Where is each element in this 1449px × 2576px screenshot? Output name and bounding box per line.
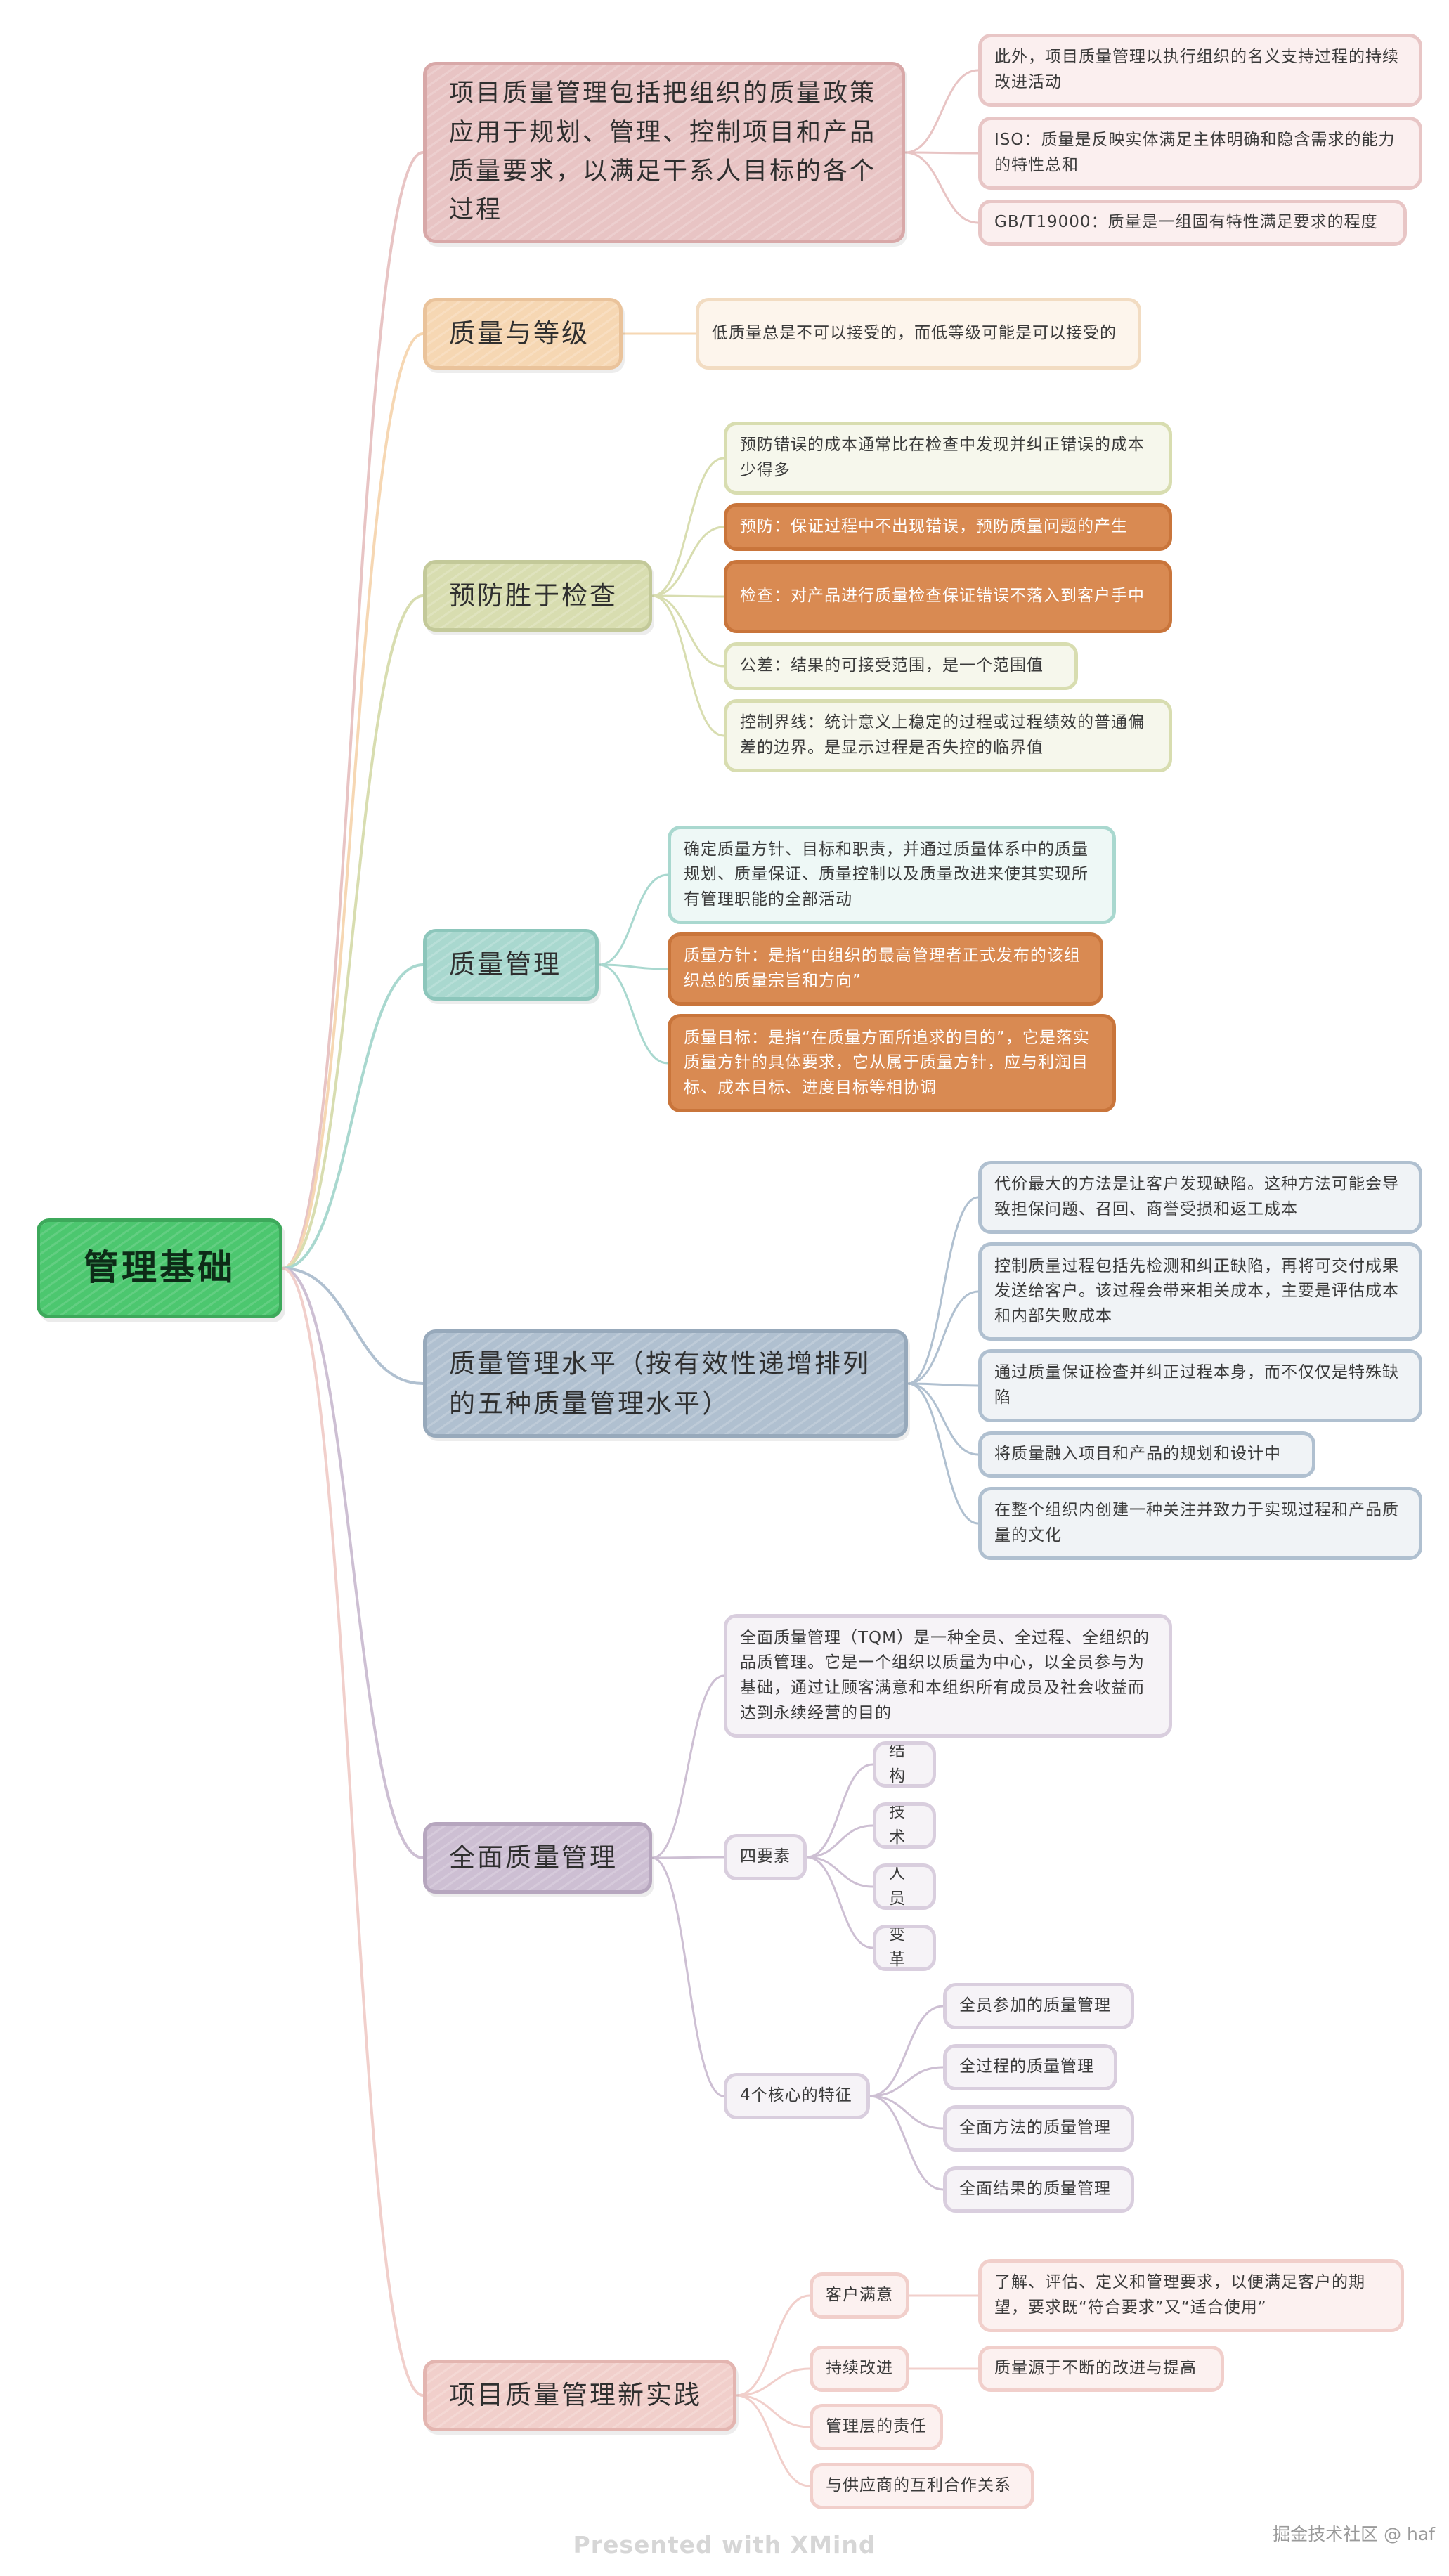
- leaf-level-1[interactable]: 代价最大的方法是让客户发现缺陷。这种方法可能会导致担保问题、召回、商誉受损和返工…: [978, 1161, 1422, 1234]
- feature-all-staff[interactable]: 全员参加的质量管理: [943, 1983, 1134, 2029]
- practice-management-responsibility[interactable]: 管理层的责任: [810, 2404, 943, 2450]
- connector-root-branch-6: [281, 1267, 424, 1859]
- leaf-control-limit[interactable]: 控制界线：统计意义上稳定的过程或过程绩效的普通偏差的边界。是显示过程是否失控的临…: [724, 699, 1172, 772]
- leaf-tqm-definition[interactable]: 全面质量管理（TQM）是一种全员、全过程、全组织的品质管理。它是一个组织以质量为…: [724, 1614, 1172, 1738]
- leaf-prevention-cost[interactable]: 预防错误的成本通常比在检查中发现并纠正错误的成本少得多: [724, 422, 1172, 495]
- connector-b1-c2: [904, 151, 980, 155]
- practice-customer-satisfaction[interactable]: 客户满意: [810, 2272, 909, 2319]
- xmind-watermark: Presented with XMind: [573, 2531, 876, 2558]
- connector-b5-c4: [907, 1382, 980, 1456]
- feature-comprehensive-results[interactable]: 全面结果的质量管理: [943, 2166, 1134, 2213]
- connector-root-branch-5: [281, 1267, 424, 1385]
- community-credit: 掘金技术社区 @ haf: [1273, 2524, 1435, 2544]
- element-change[interactable]: 变革: [873, 1925, 936, 1971]
- leaf-tolerance[interactable]: 公差：结果的可接受范围，是一个范围值: [724, 642, 1078, 690]
- connector-b4-c3: [597, 963, 669, 1065]
- leaf-gbt19000-definition[interactable]: GB/T19000：质量是一组固有特性满足要求的程度: [978, 200, 1407, 246]
- connector-features-2: [869, 2066, 944, 2097]
- element-personnel[interactable]: 人员: [873, 1863, 936, 1910]
- connector-b5-c3: [907, 1382, 980, 1387]
- root-label: 管理基础: [84, 1247, 235, 1289]
- leaf-level-4[interactable]: 将质量融入项目和产品的规划和设计中: [978, 1431, 1315, 1478]
- connector-elements-4: [805, 1856, 874, 1949]
- connector-b7-c2: [735, 2367, 811, 2397]
- connector-b6-core-features: [651, 1856, 725, 2097]
- leaf-continuous-improvement[interactable]: 此外，项目质量管理以执行组织的名义支持过程的持续改进活动: [978, 34, 1422, 107]
- connector-b3-c1: [651, 457, 725, 597]
- connector-features-4: [869, 2095, 944, 2191]
- element-technology[interactable]: 技术: [873, 1802, 936, 1849]
- connector-b4-c1: [597, 873, 669, 966]
- connector-elements-1: [805, 1763, 874, 1859]
- connector-b3-c2: [651, 526, 725, 597]
- root-node[interactable]: 管理基础: [37, 1218, 282, 1318]
- leaf-level-5[interactable]: 在整个组织内创建一种关注并致力于实现过程和产品质量的文化: [978, 1487, 1422, 1560]
- tqm-four-elements[interactable]: 四要素: [724, 1834, 807, 1880]
- leaf-quality-policy[interactable]: 质量方针：是指“由组织的最高管理者正式发布的该组织总的质量宗旨和方向”: [668, 932, 1103, 1006]
- connector-b7-c1: [735, 2294, 811, 2397]
- leaf-level-2[interactable]: 控制质量过程包括先检测和纠正缺陷，再将可交付成果发送给客户。该过程会带来相关成本…: [978, 1242, 1422, 1341]
- tqm-core-features[interactable]: 4个核心的特征: [724, 2073, 870, 2119]
- connector-b5-c2: [907, 1290, 980, 1385]
- branch-total-quality-management[interactable]: 全面质量管理: [423, 1822, 652, 1894]
- connector-features-1: [869, 2005, 944, 2097]
- connector-b4-c2: [597, 963, 669, 970]
- branch-quality-management-levels[interactable]: 质量管理水平（按有效性递增排列的五种质量管理水平）: [423, 1329, 908, 1438]
- connector-features-3: [869, 2095, 944, 2130]
- practice-supplier-partnership[interactable]: 与供应商的互利合作关系: [810, 2463, 1034, 2509]
- connector-b3-c5: [651, 594, 725, 737]
- connector-b3-c4: [651, 594, 725, 668]
- connector-b1-c1: [904, 69, 980, 154]
- leaf-quality-vs-grade[interactable]: 低质量总是不可以接受的，而低等级可能是可以接受的: [696, 298, 1141, 370]
- branch-prevention-over-inspection[interactable]: 预防胜于检查: [423, 560, 652, 632]
- leaf-inspection[interactable]: 检查：对产品进行质量检查保证错误不落入到客户手中: [724, 560, 1172, 633]
- practice-continuous-improvement[interactable]: 持续改进: [810, 2346, 909, 2392]
- connector-elements-2: [805, 1824, 874, 1859]
- detail-customer-satisfaction[interactable]: 了解、评估、定义和管理要求，以便满足客户的期望，要求既“符合要求”又“适合使用”: [978, 2259, 1404, 2332]
- leaf-level-3[interactable]: 通过质量保证检查并纠正过程本身，而不仅仅是特殊缺陷: [978, 1349, 1422, 1422]
- connector-b1-c3: [904, 151, 980, 224]
- element-structure[interactable]: 结构: [873, 1741, 936, 1788]
- connector-b6-definition: [651, 1674, 725, 1859]
- connector-root-branch-4: [281, 963, 424, 1270]
- branch-quality-management[interactable]: 质量管理: [423, 929, 599, 1001]
- feature-whole-process[interactable]: 全过程的质量管理: [943, 2044, 1117, 2090]
- branch-quality-management-definition[interactable]: 项目质量管理包括把组织的质量政策应用于规划、管理、控制项目和产品质量要求，以满足…: [423, 62, 905, 243]
- leaf-qm-definition[interactable]: 确定质量方针、目标和职责，并通过质量体系中的质量规划、质量保证、质量控制以及质量…: [668, 826, 1116, 924]
- leaf-iso-definition[interactable]: ISO：质量是反映实体满足主体明确和隐含需求的能力的特性总和: [978, 117, 1422, 190]
- feature-comprehensive-methods[interactable]: 全面方法的质量管理: [943, 2105, 1134, 2152]
- connector-root-branch-1: [281, 151, 424, 1270]
- connector-b5-c1: [907, 1196, 980, 1385]
- connector-b5-c5: [907, 1382, 980, 1525]
- connector-root-branch-3: [281, 594, 424, 1270]
- connector-b7-c4: [735, 2394, 811, 2487]
- connector-b7-c3: [735, 2394, 811, 2428]
- leaf-quality-objective[interactable]: 质量目标：是指“在质量方面所追求的目的”，它是落实质量方针的具体要求，它从属于质…: [668, 1014, 1116, 1112]
- connector-b6-four-elements: [651, 1856, 725, 1859]
- connector-root-branch-2: [281, 332, 424, 1270]
- branch-new-practices[interactable]: 项目质量管理新实践: [423, 2360, 736, 2431]
- leaf-prevention[interactable]: 预防：保证过程中不出现错误，预防质量问题的产生: [724, 503, 1172, 551]
- connector-root-branch-7: [281, 1267, 424, 2397]
- detail-continuous-improvement[interactable]: 质量源于不断的改进与提高: [978, 2346, 1224, 2392]
- connector-b3-c3: [651, 594, 725, 598]
- connector-elements-3: [805, 1856, 874, 1888]
- branch-quality-and-grade[interactable]: 质量与等级: [423, 298, 623, 370]
